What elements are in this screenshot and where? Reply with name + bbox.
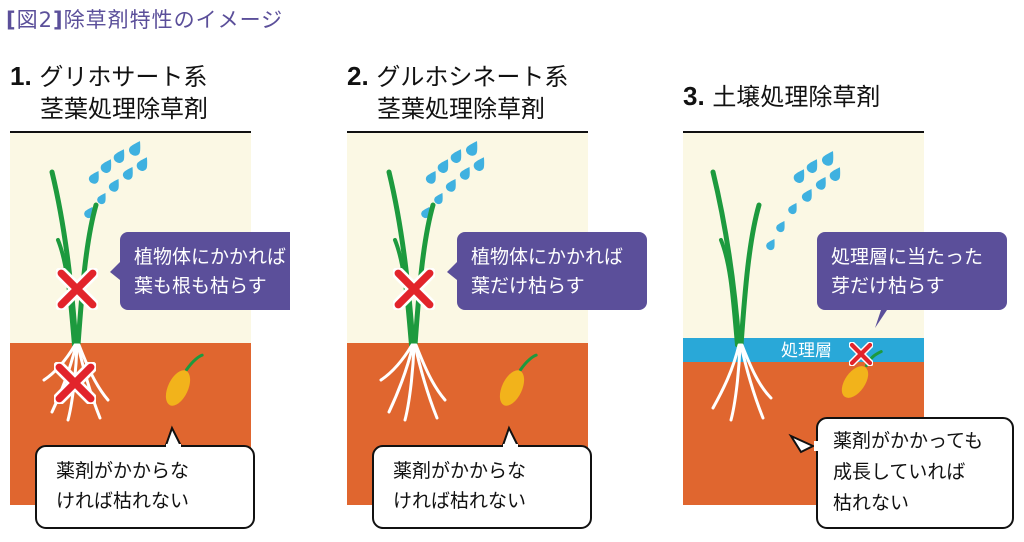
callout-line2: 芽だけ枯らす — [831, 275, 945, 297]
figure-title: [図2]除草剤特性のイメージ — [6, 4, 283, 34]
panel-illustration — [347, 133, 647, 529]
panel-title-line1: 土壌処理除草剤 — [712, 83, 881, 111]
panel-title-line2: 茎葉処理除草剤 — [40, 95, 208, 123]
seed-bubble-text: 薬剤がかかっても 成長していれば 枯れない — [833, 426, 983, 519]
panel-number: 2. — [347, 61, 369, 91]
title-underline — [347, 131, 588, 133]
seed-bubble-box — [816, 417, 1014, 529]
treated-layer — [683, 338, 924, 362]
plant-roots — [379, 343, 447, 422]
panel-illustration — [10, 133, 290, 529]
panel-title: 1. グリホサート系 茎葉処理除草剤 — [10, 60, 300, 125]
title-underline — [683, 131, 924, 133]
callout-line1: 植物体にかかれば — [471, 246, 624, 268]
panel-glufosinate: 2. グルホシネート系 茎葉処理除草剤 — [337, 0, 647, 542]
seed-bubble-line2: ければ枯れない — [393, 490, 527, 512]
panel-illustration — [683, 133, 1014, 529]
panel-title-line1: グルホシネート系 — [376, 63, 569, 91]
seed-bubble-line1: 薬剤がかからな — [56, 460, 190, 482]
panel-number: 3. — [683, 81, 705, 111]
figure-title-text: 除草剤特性のイメージ — [63, 8, 284, 32]
seed-bubble-box — [372, 445, 592, 529]
seed-bubble-line2: ければ枯れない — [56, 490, 190, 512]
callout-line1: 処理層に当たった — [831, 246, 984, 268]
callout-line1: 植物体にかかれば — [134, 246, 287, 268]
treated-layer-label: 処理層 — [781, 341, 832, 361]
seed-bubble-text: 薬剤がかからな ければ枯れない — [56, 456, 189, 516]
callout-box — [120, 232, 290, 310]
seed-bubble-line2: 成長していれば — [833, 461, 966, 483]
panel-title-line2: 茎葉処理除草剤 — [377, 95, 545, 123]
title-bracket-close: ] — [52, 8, 64, 32]
callout-text: 処理層に当たった 芽だけ枯らす — [831, 243, 983, 301]
panel-title: 3. 土壌処理除草剤 — [683, 80, 1024, 113]
callout-text: 植物体にかかれば 葉だけ枯らす — [471, 243, 623, 301]
callout-box — [457, 232, 647, 310]
plant — [710, 169, 762, 348]
dormant-seed — [499, 353, 538, 406]
callout-line2: 葉だけ枯らす — [471, 275, 585, 297]
seed-bubble-text: 薬剤がかからな ければ枯れない — [393, 456, 526, 516]
panel-title-line1: グリホサート系 — [39, 63, 208, 91]
dormant-seed — [165, 353, 204, 406]
title-bracket-open: [ — [6, 8, 17, 32]
seed-bubble-line3: 枯れない — [833, 492, 910, 514]
panel-soil-applied: 3. 土壌処理除草剤 — [673, 0, 1024, 542]
seed-bubble-box — [35, 445, 255, 529]
callout-box — [817, 232, 1007, 310]
seed-bubble-line1: 薬剤がかからな — [393, 460, 527, 482]
title-underline — [10, 131, 251, 133]
plant-roots — [711, 343, 773, 422]
figure-label: 図2 — [16, 8, 53, 32]
callout-line2: 葉も根も枯らす — [134, 275, 267, 297]
seed-bubble-line1: 薬剤がかかっても — [833, 430, 984, 452]
panel-title: 2. グルホシネート系 茎葉処理除草剤 — [347, 60, 637, 125]
panel-number: 1. — [10, 61, 32, 91]
panel-glyphosate: 1. グリホサート系 茎葉処理除草剤 — [0, 0, 290, 542]
callout-text: 植物体にかかれば 葉も根も枯らす — [134, 243, 286, 301]
